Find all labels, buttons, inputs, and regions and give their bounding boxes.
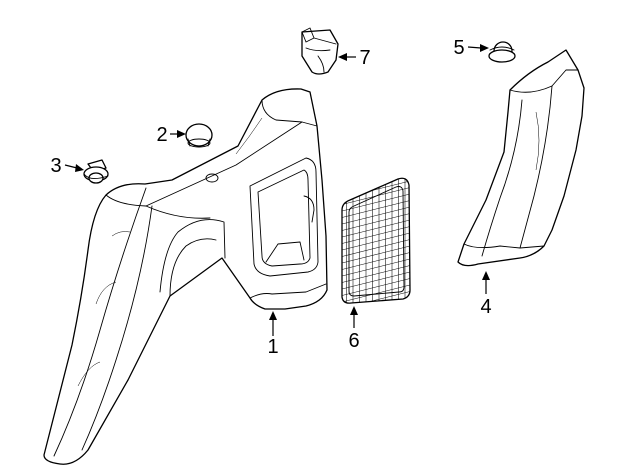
mesh-line-horizontal (342, 205, 410, 226)
mesh-line-horizontal (342, 276, 410, 298)
callout-1: 1 (267, 336, 278, 358)
callout-6: 6 (348, 330, 359, 352)
mesh-line-horizontal (342, 218, 410, 239)
mesh-line-horizontal (342, 185, 410, 207)
mesh-line-horizontal (342, 178, 410, 181)
callout-3: 3 (50, 155, 61, 177)
mesh-line-horizontal (342, 244, 410, 265)
mesh-line-horizontal (342, 237, 410, 259)
callout-2: 2 (156, 124, 167, 146)
clip-3 (83, 159, 109, 184)
mesh-grille (341, 177, 411, 304)
clip-5 (488, 41, 516, 63)
mesh-line-horizontal (342, 224, 410, 246)
callout-5: 5 (453, 37, 464, 59)
leader-lines (64, 44, 490, 336)
mesh-line-horizontal (342, 289, 410, 304)
mesh-line-horizontal (342, 192, 410, 213)
mesh-line-horizontal (342, 263, 410, 285)
cap (185, 123, 213, 148)
pillar-trim (457, 49, 585, 267)
callout-7: 7 (359, 47, 370, 69)
callout-labels: 1 2 3 4 5 6 7 (50, 37, 491, 358)
mesh-line-horizontal (342, 302, 410, 304)
mesh-line-horizontal (342, 198, 410, 220)
mesh-line-horizontal (342, 211, 410, 233)
callout-4: 4 (480, 296, 491, 318)
mesh-line-horizontal (342, 250, 410, 272)
quarter-trim-panel (43, 88, 328, 465)
mesh-line-horizontal (342, 283, 410, 304)
mesh-line-horizontal (342, 257, 410, 278)
mesh-line-horizontal (342, 270, 410, 291)
mesh-line-horizontal (342, 231, 410, 252)
bracket-7 (301, 27, 339, 75)
